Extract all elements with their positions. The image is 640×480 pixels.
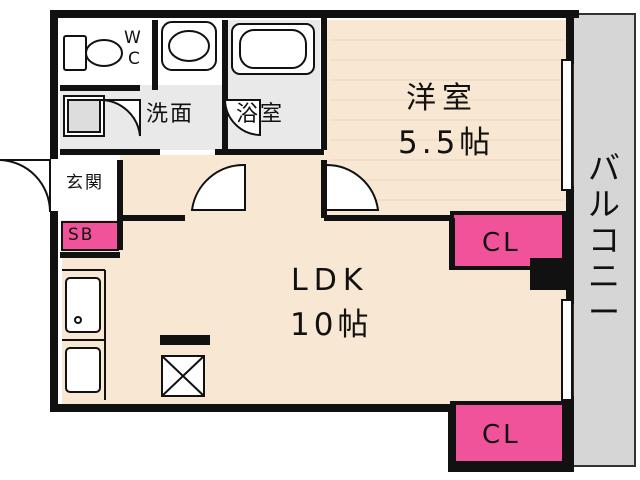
washbasin-icon (161, 21, 217, 71)
windows (561, 59, 573, 401)
toilet-label-line2: C (128, 49, 140, 69)
washing-machine-icon (63, 95, 105, 137)
entrance-floor (60, 155, 120, 220)
walls (50, 10, 579, 472)
closet-lower-fill (450, 401, 566, 465)
toilet-label-line1: W (124, 28, 141, 48)
ldk-name: LDK (291, 263, 369, 298)
interior-walls (60, 14, 455, 270)
toilet-label: W C (124, 28, 141, 70)
washroom-label: 洗面 (146, 102, 195, 127)
refrigerator-icon (161, 355, 205, 397)
ldk-size: 10帖 (290, 307, 373, 343)
partitions (62, 269, 106, 400)
door-swing-icon (0, 98, 380, 213)
toilet-icon (63, 35, 123, 71)
bathtub-icon (231, 23, 315, 75)
closet-upper-label: CL (482, 228, 521, 258)
floor-lines (330, 39, 565, 201)
pillar-small (160, 335, 210, 345)
bath-label: 浴室 (236, 102, 285, 127)
closet-lower-label: CL (482, 420, 521, 450)
pillar (530, 258, 572, 290)
balcony-label: バルコニー (587, 149, 620, 331)
western-room-name: 洋室 (406, 81, 478, 116)
kitchen-sink-icon (65, 277, 101, 333)
shoe-box-fill (61, 221, 119, 251)
balcony-area (572, 13, 636, 467)
entrance-label: 玄関 (66, 173, 104, 193)
western-room-size: 5.5帖 (398, 125, 495, 161)
shoe-box-label: SB (68, 225, 95, 245)
stove-icon (65, 347, 101, 393)
